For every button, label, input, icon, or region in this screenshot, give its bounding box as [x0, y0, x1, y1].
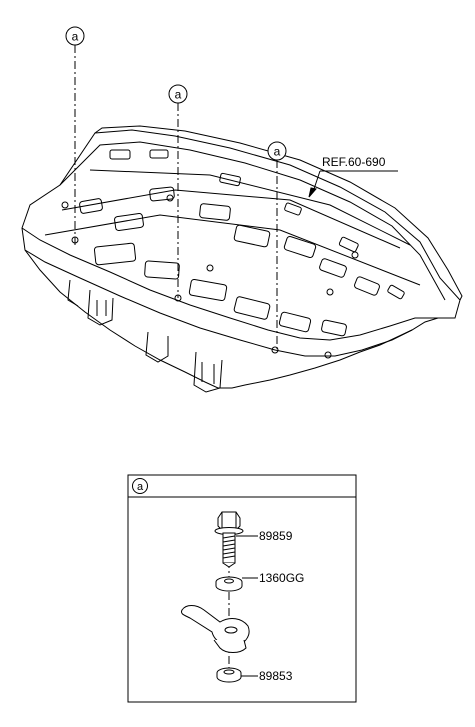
part-number-1360GG: 1360GG: [259, 571, 304, 585]
washer-icon: [215, 576, 243, 592]
bolt-icon: [214, 511, 244, 568]
part-number-89853: 89853: [259, 669, 293, 683]
detail-box: a 89859 1360GG: [127, 474, 357, 703]
callout-marker-left: a: [65, 26, 85, 46]
clip-bracket-icon: [181, 605, 250, 653]
part-number-89859: 89859: [259, 529, 293, 543]
ref-arrowhead: [308, 187, 317, 198]
callout-letter: a: [72, 30, 79, 44]
callout-leaders: [74, 45, 278, 352]
detail-header-circle: [132, 478, 148, 494]
package-tray-panel: [21, 125, 463, 393]
callout-marker-right: a: [267, 141, 287, 161]
callout-letter: a: [175, 88, 182, 102]
ref-label: REF.60-690: [322, 155, 386, 169]
nut-icon: [216, 667, 242, 683]
reference-callout: REF.60-690: [308, 155, 398, 198]
detail-header-letter: a: [137, 481, 144, 493]
callout-letter: a: [274, 145, 281, 159]
callout-marker-middle: a: [168, 84, 188, 104]
